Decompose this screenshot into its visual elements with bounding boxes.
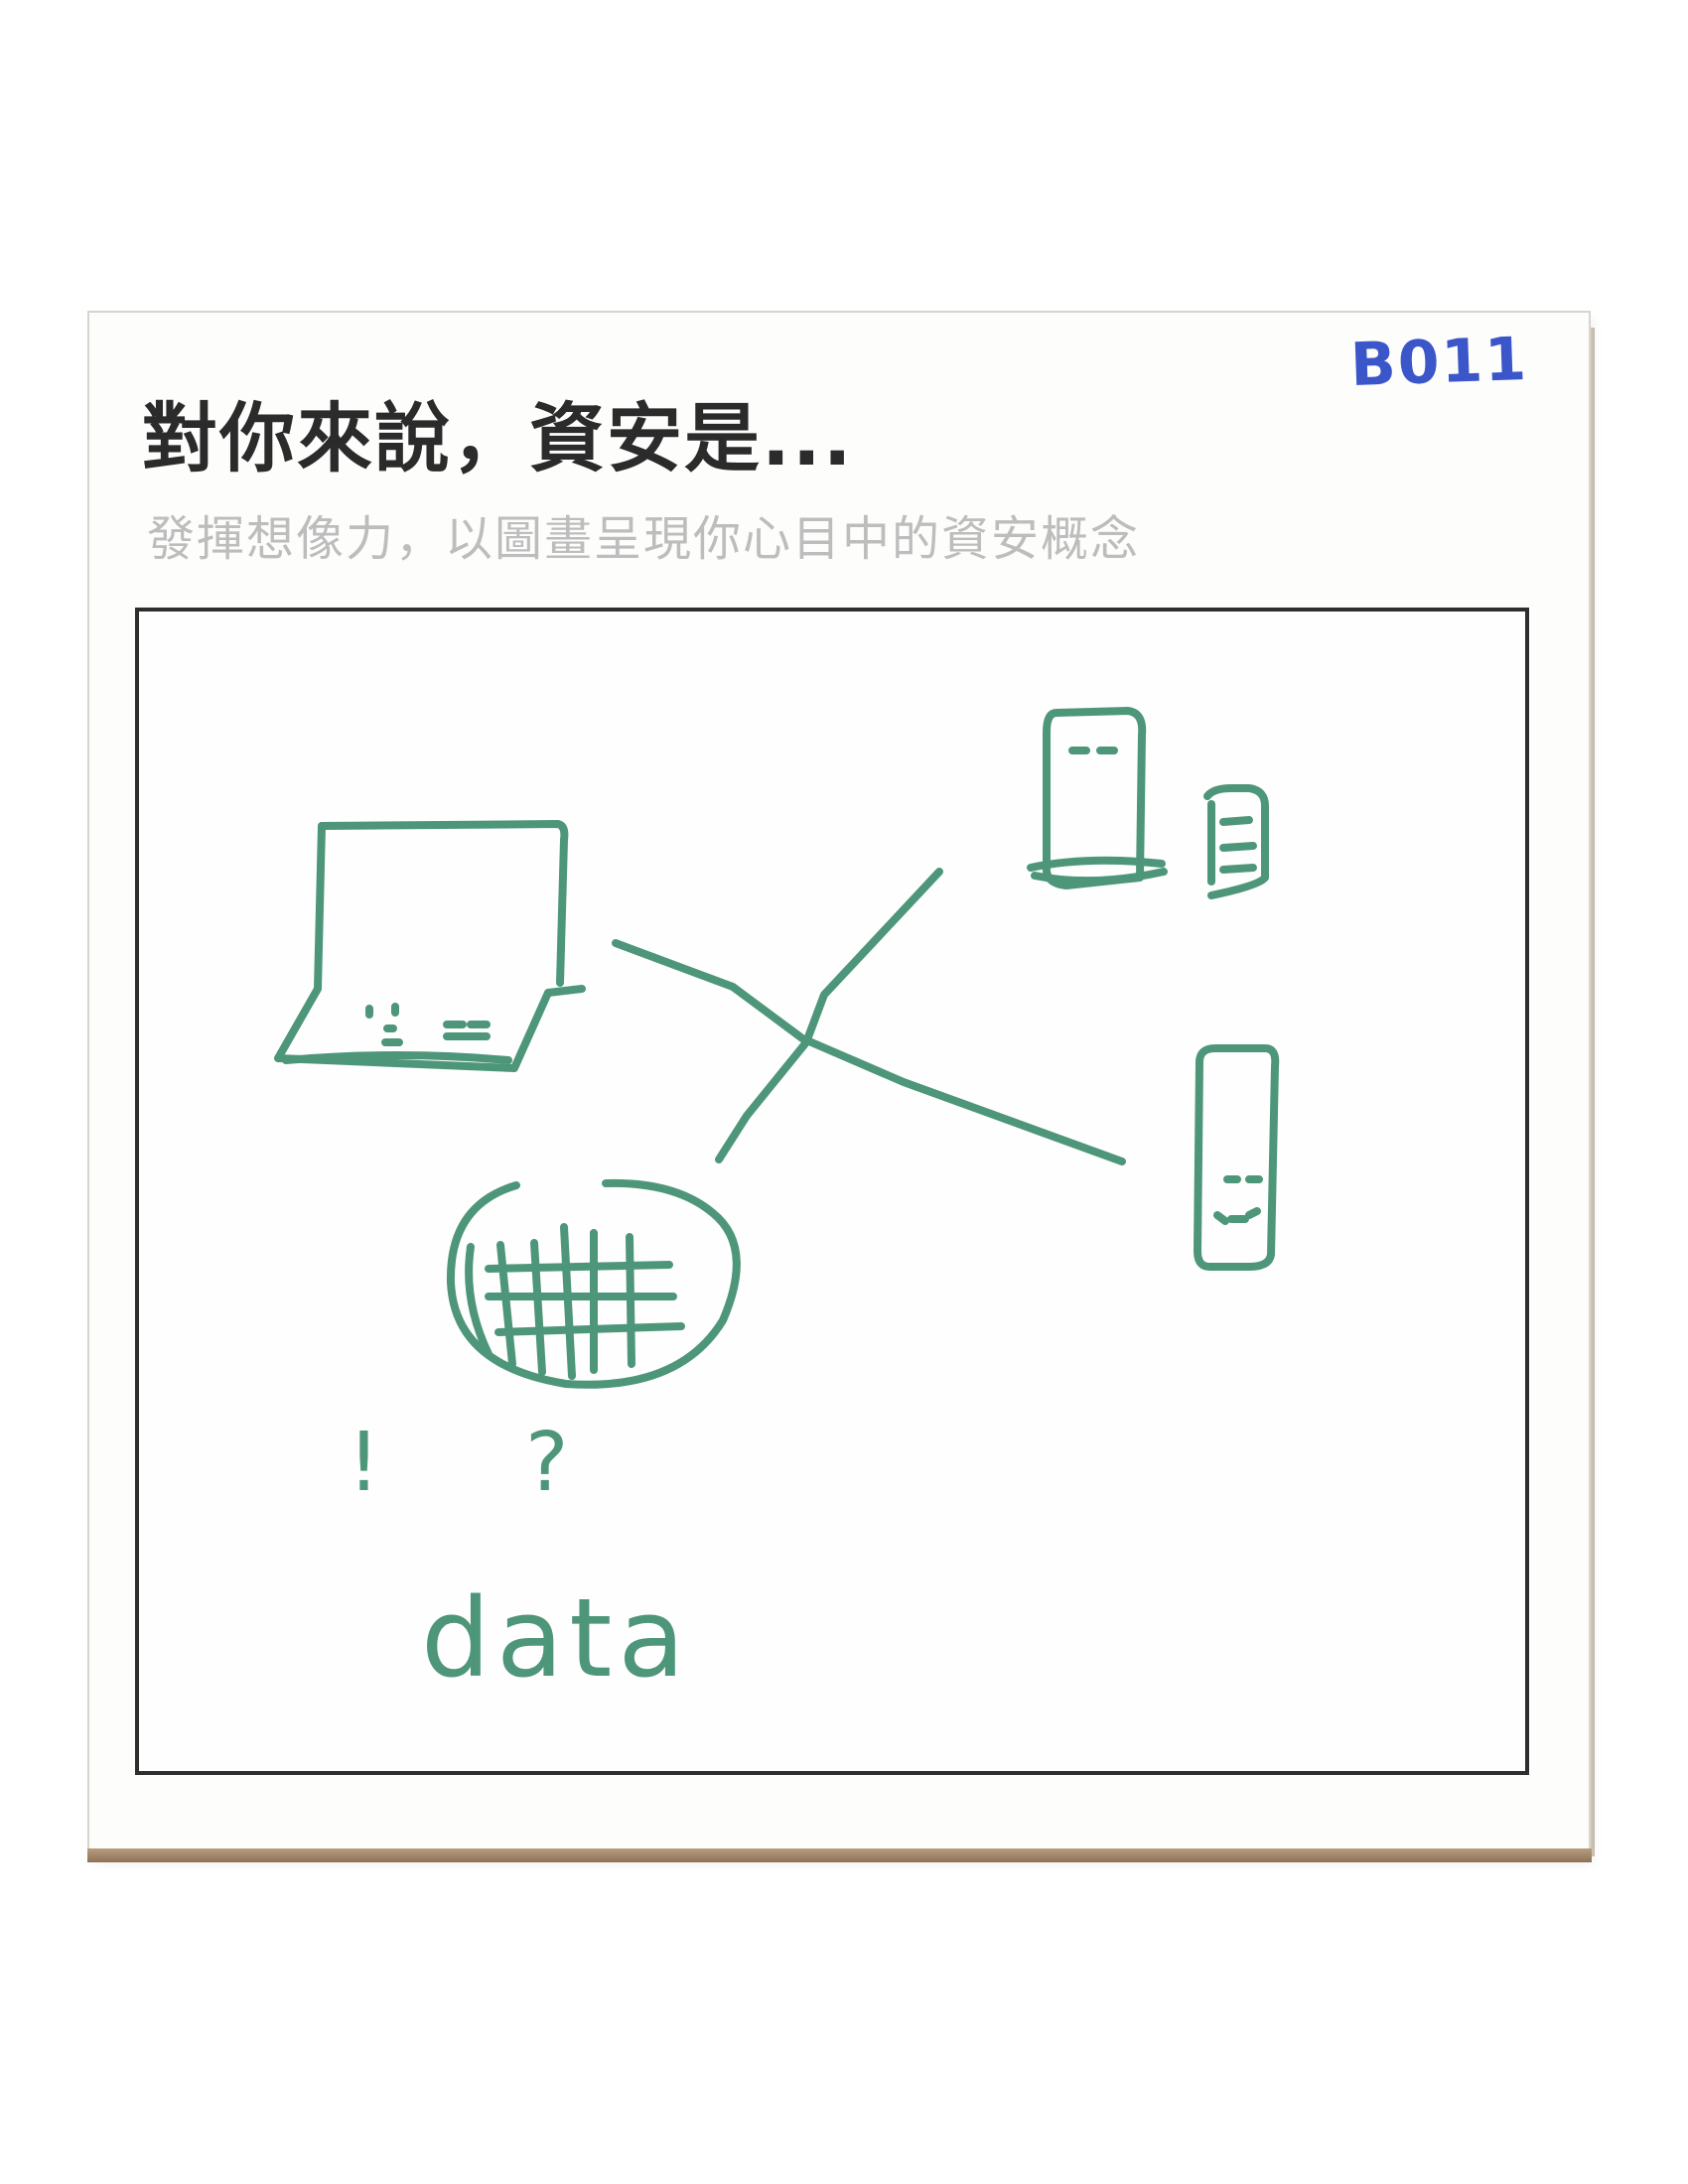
laptop-icon xyxy=(274,820,586,1072)
card-edge-shadow xyxy=(1587,328,1595,1856)
table-surface xyxy=(87,1848,1592,1862)
card-title: 對你來說，資安是... xyxy=(142,394,854,482)
device-icon xyxy=(1203,784,1269,899)
card-subtitle: 發揮想像力，以圖畫呈現你心目中的資安概念 xyxy=(147,511,1141,567)
network-links xyxy=(612,868,1126,1165)
globe-icon xyxy=(446,1178,741,1389)
data-label: data xyxy=(421,1574,691,1702)
sketch xyxy=(274,707,1280,1389)
card-code: B011 xyxy=(1348,324,1530,401)
drawing-area: ! ? data xyxy=(135,608,1529,1775)
exclamation-question-marks: ! ? xyxy=(348,1416,629,1510)
server-icon xyxy=(1027,707,1168,889)
phone-icon xyxy=(1194,1044,1280,1271)
